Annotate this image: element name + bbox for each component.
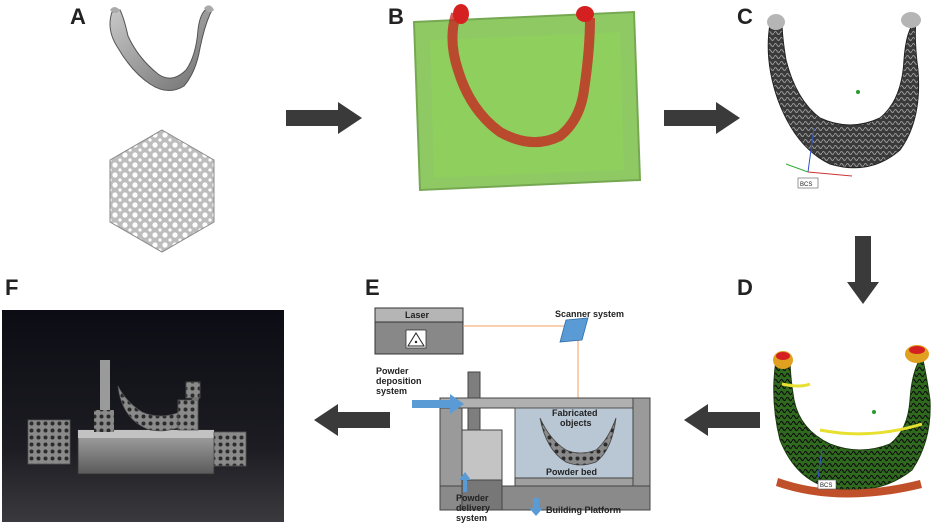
lattice-unit-cell bbox=[109, 129, 215, 253]
panel-label-b: B bbox=[388, 4, 404, 29]
stress-band bbox=[781, 382, 811, 388]
panel-a bbox=[109, 5, 215, 253]
powder-bed-plate bbox=[514, 477, 634, 487]
lattice-cube-right bbox=[213, 431, 247, 467]
arrow-a-to-b bbox=[286, 102, 362, 134]
powder-delivery-label: delivery bbox=[456, 503, 490, 513]
support-base bbox=[776, 478, 922, 498]
panel-label-f: F bbox=[5, 275, 19, 300]
axis-label-box bbox=[797, 177, 819, 189]
powder-deposition-arrow bbox=[412, 394, 464, 414]
red-condyle bbox=[453, 4, 469, 24]
marker-dot bbox=[856, 90, 860, 94]
powder-delivery-arrow bbox=[459, 472, 471, 492]
scanner-mirror bbox=[559, 317, 589, 343]
red-condyle bbox=[576, 6, 594, 22]
fabricated-objects-label: objects bbox=[560, 418, 592, 428]
axis-z bbox=[807, 127, 815, 173]
condyle-stress-hot bbox=[909, 346, 925, 354]
axis-label: BCS bbox=[800, 182, 812, 188]
condyle bbox=[767, 14, 785, 30]
axis-y bbox=[785, 163, 809, 173]
lattice-mandible bbox=[767, 18, 920, 169]
fabricated-object bbox=[539, 417, 617, 466]
laser-box-top bbox=[374, 307, 464, 323]
powder-deposition-label: system bbox=[376, 386, 407, 396]
lattice-cube-small bbox=[177, 399, 199, 431]
mandible-model bbox=[109, 7, 213, 91]
green-lattice-block-front bbox=[430, 32, 624, 178]
build-plate-top bbox=[78, 430, 214, 438]
laser-warning-sign bbox=[405, 329, 427, 349]
condyle bbox=[901, 12, 921, 28]
powder-deposition-label: deposition bbox=[376, 376, 422, 386]
axis-x bbox=[807, 171, 853, 177]
marker-dot bbox=[872, 410, 876, 414]
building-platform-arrow bbox=[529, 498, 543, 516]
machine-left-inner bbox=[461, 429, 503, 481]
panel-label-e: E bbox=[365, 275, 380, 300]
laser-label: Laser bbox=[405, 310, 430, 320]
axis-label: BCS bbox=[820, 483, 832, 489]
machine-top-plate bbox=[439, 397, 651, 409]
lattice-cube-tiny bbox=[185, 381, 201, 399]
scanner-label: Scanner system bbox=[555, 309, 624, 319]
powder-delivery-piston bbox=[461, 479, 503, 511]
lattice-cube-left bbox=[27, 419, 71, 465]
tall-pillar bbox=[100, 360, 110, 432]
panel-label-c: C bbox=[737, 4, 753, 29]
panel-b bbox=[412, 4, 642, 192]
analysed-mandible bbox=[773, 354, 931, 491]
powder-delivery-label: system bbox=[456, 513, 487, 523]
mandible-condyle bbox=[204, 5, 214, 13]
panel-label-a: A bbox=[70, 4, 86, 29]
powder-deposition-label: Powder bbox=[376, 366, 409, 376]
small-lattice-block bbox=[94, 410, 114, 432]
laser-warning-icon-dot bbox=[414, 340, 418, 344]
axis-label-box bbox=[817, 479, 837, 490]
arrow-d-to-e bbox=[684, 404, 760, 436]
build-chamber bbox=[514, 407, 634, 479]
panel-c: BCS bbox=[767, 12, 921, 189]
powder-bed-label: Powder bed bbox=[546, 467, 597, 477]
laser-warning-icon bbox=[407, 332, 425, 347]
arrow-c-to-d bbox=[847, 236, 879, 304]
building-platform-label: Building Platform bbox=[546, 505, 621, 515]
fabricated-objects-label: Fabricated bbox=[552, 408, 598, 418]
panel-d: BCS bbox=[773, 345, 931, 498]
panel-label-d: D bbox=[737, 275, 753, 300]
mandible-condyle bbox=[110, 7, 120, 13]
arrow-e-to-f bbox=[314, 404, 390, 436]
panel-e: Laser Scanner system Powder deposition s… bbox=[374, 307, 651, 523]
stress-band bbox=[819, 422, 923, 436]
red-mandible-inside bbox=[447, 12, 595, 148]
condyle-stress-hot bbox=[776, 352, 790, 360]
arrow-b-to-c bbox=[664, 102, 740, 134]
axis-z bbox=[817, 449, 823, 479]
panel-f bbox=[2, 310, 284, 522]
powder-delivery-label: Powder bbox=[456, 493, 489, 503]
